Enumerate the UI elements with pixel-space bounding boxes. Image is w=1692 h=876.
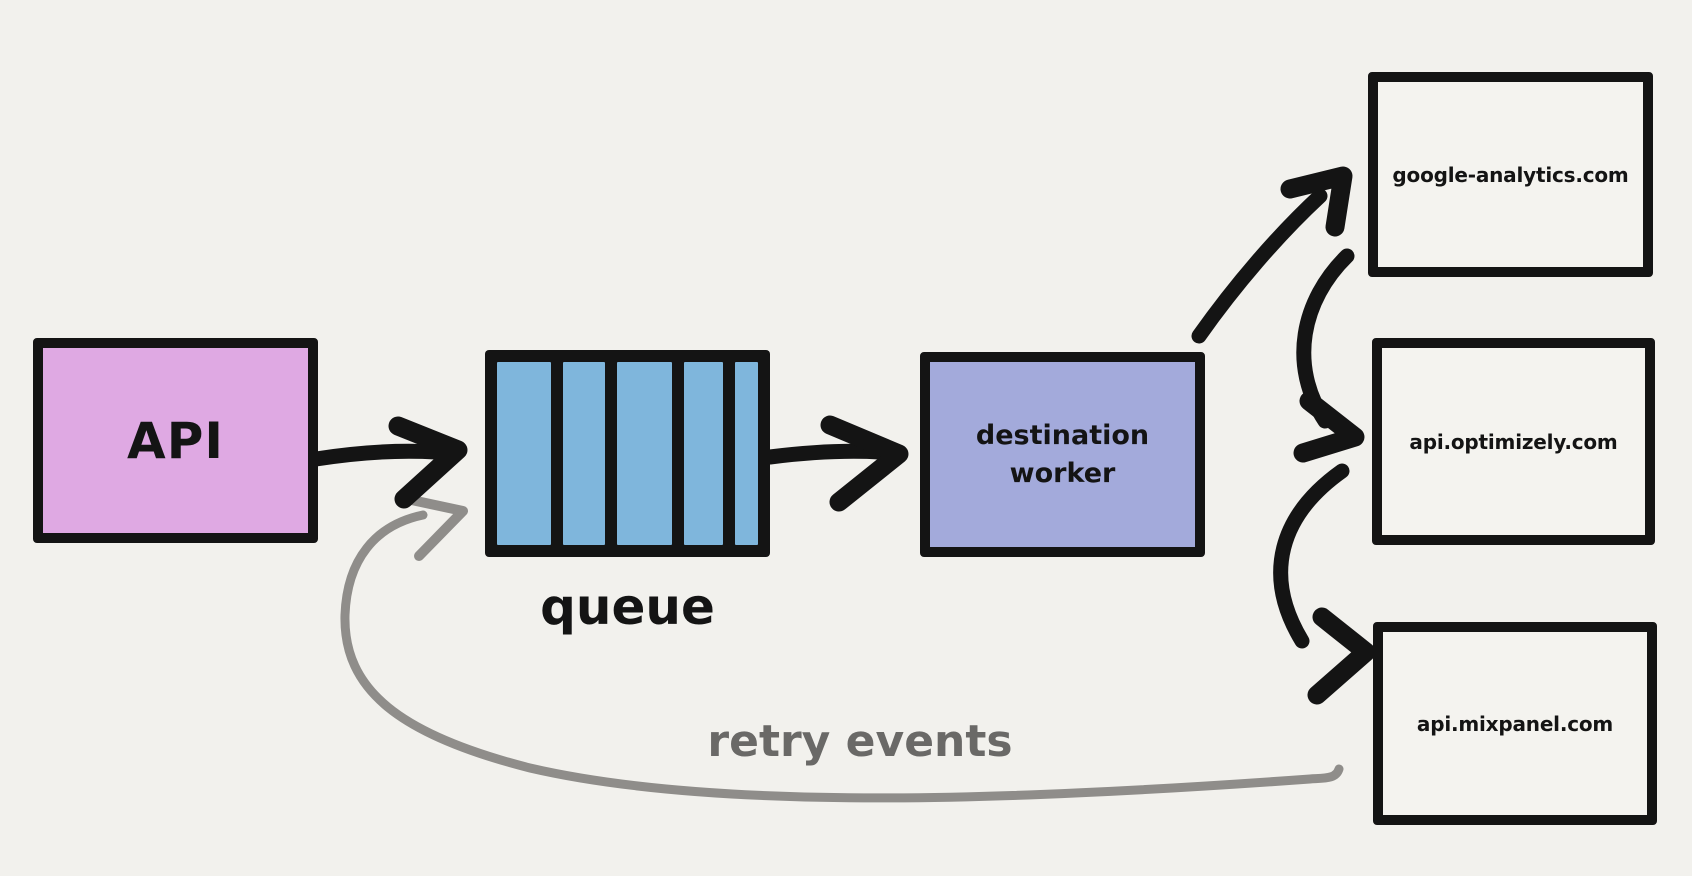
destination-label: google-analytics.com xyxy=(1392,162,1629,187)
arrow-api-to-queue-head xyxy=(388,416,468,509)
queue-segment xyxy=(497,362,551,545)
arrow-worker-to-mix-head xyxy=(1307,607,1376,705)
retry-events-label: retry events xyxy=(707,716,1013,767)
arrow-api-to-queue-line xyxy=(308,443,444,467)
retry-arrow-line xyxy=(340,510,1344,803)
queue-label: queue xyxy=(540,578,715,636)
destination-worker-node: destination worker xyxy=(920,352,1205,557)
api-label: API xyxy=(127,411,224,470)
black-arrows xyxy=(308,166,1376,705)
destination-node-mixpanel: api.mixpanel.com xyxy=(1373,622,1657,825)
destination-label: api.optimizely.com xyxy=(1409,429,1618,454)
queue-node xyxy=(485,350,770,557)
api-node: API xyxy=(33,338,318,543)
arrow-worker-to-opt-head xyxy=(1293,391,1365,463)
destination-worker-label: destination worker xyxy=(975,420,1150,489)
retry-arrow xyxy=(340,494,1344,803)
retry-arrowhead xyxy=(402,494,468,561)
queue-segment xyxy=(562,362,606,545)
destination-node-optimizely: api.optimizely.com xyxy=(1372,338,1655,545)
queue-segment xyxy=(683,362,724,545)
arrow-queue-to-worker-head xyxy=(820,415,909,512)
arrow-worker-to-mix-line xyxy=(1273,463,1350,649)
arrow-queue-to-worker-line xyxy=(762,443,888,465)
queue-segment xyxy=(735,362,758,545)
arrow-worker-to-ga-head xyxy=(1280,166,1353,237)
destination-node-google-analytics: google-analytics.com xyxy=(1368,72,1653,277)
queue-segment xyxy=(617,362,672,545)
destination-label: api.mixpanel.com xyxy=(1416,711,1614,736)
arrow-worker-to-ga-line xyxy=(1191,188,1328,344)
